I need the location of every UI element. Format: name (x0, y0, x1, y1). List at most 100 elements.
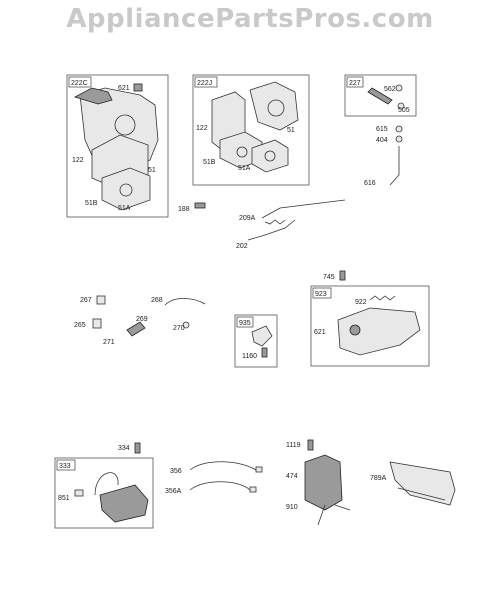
armature-parts: 1119 474 910 (286, 439, 351, 526)
part-label: 505 (398, 107, 410, 114)
bolt-part (194, 202, 206, 209)
group-222j-frame (192, 74, 310, 186)
shield-edge-part (397, 487, 446, 501)
lever-part (251, 325, 273, 347)
screw-part (134, 442, 141, 454)
pivot-part (349, 324, 361, 336)
governor-rod-part (247, 219, 296, 241)
washer-part (395, 135, 403, 143)
part-label: 356 (170, 468, 182, 475)
ground-wire-part (189, 481, 251, 491)
washer-part (397, 102, 405, 110)
part-label: 269 (136, 316, 148, 323)
group-923-tag: 923 (315, 291, 327, 298)
loose-parts-right: 615 404 616 (364, 125, 403, 187)
governor-link-part (261, 199, 346, 219)
screw-part (261, 347, 268, 358)
part-label: 356A (165, 488, 182, 495)
part-label: 922 (355, 299, 367, 306)
group-222j: 222J 122 51 51B 51A (192, 74, 310, 186)
spring-part (369, 295, 396, 301)
group-923: 923 922 621 (310, 285, 430, 367)
group-923-tag-box (312, 287, 332, 299)
part-label: 789A (370, 475, 387, 482)
group-935-frame (234, 314, 278, 368)
group-222j-tag: 222J (197, 80, 212, 87)
group-222c: 222C 621 122 51 51B 51A (66, 74, 169, 218)
part-label: 621 (314, 329, 326, 336)
clip-part (96, 295, 106, 305)
throttle-cable-part (164, 298, 206, 306)
screw-part (339, 270, 346, 281)
part-label: 267 (80, 297, 92, 304)
group-222j-tag-box (194, 76, 218, 88)
spark-plug-part (317, 504, 326, 526)
ignition-wire-part (94, 472, 119, 496)
part-label: 268 (151, 297, 163, 304)
part-label: 851 (58, 495, 70, 502)
screw-part (395, 84, 403, 92)
group-227: 227 562 505 (344, 74, 417, 117)
bracket-part (126, 321, 146, 337)
group-935-tag-box (236, 316, 254, 328)
part-label: 51B (85, 200, 98, 207)
clip-part (133, 83, 143, 92)
screw-part (307, 439, 314, 451)
part-label: 562 (384, 86, 396, 93)
nut-part (395, 125, 403, 133)
group-222c-frame (66, 74, 169, 218)
armature-part (304, 454, 343, 511)
gasket-hole-part (264, 150, 276, 162)
group-935: 935 1160 (234, 314, 278, 368)
terminal-part (249, 486, 257, 493)
throttle-lever-part (73, 87, 113, 105)
group-333-tag-box (56, 459, 76, 471)
nut-part (182, 321, 190, 329)
control-bracket-part (337, 307, 421, 356)
spring-part (264, 219, 286, 225)
part-label: 615 (376, 126, 388, 133)
gasket-hole-part (119, 183, 133, 197)
group-227-tag-box (346, 76, 364, 88)
group-227-tag: 227 (349, 80, 361, 87)
part-label: 910 (286, 504, 298, 511)
group-935-tag: 935 (239, 320, 251, 327)
part-label: 474 (286, 473, 298, 480)
part-label: 202 (236, 243, 248, 250)
group-333-tag: 333 (59, 463, 71, 470)
clip-part (74, 489, 84, 497)
choke-part (367, 87, 393, 105)
part-label: 404 (376, 137, 388, 144)
part-label: 51 (287, 127, 295, 134)
shield-789a: 789A (370, 461, 456, 506)
loose-parts-middle: 188 209A 202 (178, 199, 346, 250)
ignition-coil-part (99, 484, 149, 523)
part-label: 51A (118, 205, 131, 212)
group-923-frame (310, 285, 430, 367)
group-227-frame (344, 74, 417, 117)
part-label: 51A (238, 165, 251, 172)
part-label: 621 (118, 85, 130, 92)
group-333-frame (54, 457, 154, 529)
part-label: 122 (196, 125, 208, 132)
screw-745: 745 (323, 270, 346, 281)
group-222c-tag-box (68, 76, 92, 88)
shield-part (389, 461, 456, 506)
terminal-part (255, 466, 263, 473)
screw-334: 334 (118, 442, 141, 454)
site-watermark: AppliancePartsPros.com (66, 4, 434, 34)
manifold-bore-part (267, 99, 285, 117)
governor-shaft-part (389, 146, 400, 186)
part-label: 745 (323, 274, 335, 281)
part-label: 209A (239, 215, 256, 222)
part-label: 51 (148, 167, 156, 174)
carburetor-bore-part (114, 114, 136, 136)
ground-wires: 356 356A (165, 461, 263, 495)
part-label: 51B (203, 159, 216, 166)
part-label: 122 (72, 157, 84, 164)
part-label: 270 (173, 325, 185, 332)
loose-parts-left: 267 268 269 265 270 271 (74, 295, 206, 346)
gasket-hole-part (236, 146, 248, 158)
part-label: 265 (74, 322, 86, 329)
lead-part (334, 504, 351, 511)
